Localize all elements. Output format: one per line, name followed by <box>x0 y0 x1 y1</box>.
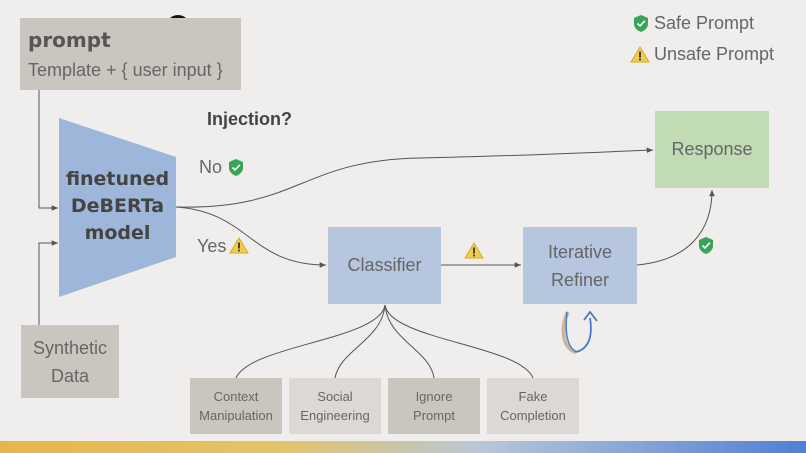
response-label: Response <box>671 139 753 159</box>
shield-check-icon <box>229 159 243 176</box>
fan-line-1 <box>235 304 386 379</box>
category-line1: Context <box>213 389 259 404</box>
refiner-to-response-line <box>636 189 715 266</box>
category-context-manipulation: Context Manipulation <box>190 378 282 434</box>
synthetic-to-model-line <box>38 240 58 325</box>
synthetic-data-line1: Synthetic <box>32 337 108 358</box>
model-trapezoid <box>59 118 176 297</box>
category-line1: Social <box>317 389 353 404</box>
fan-line-3 <box>384 304 435 379</box>
model-label: finetuned DeBERTa model <box>50 166 185 247</box>
shield-check-icon <box>699 237 713 254</box>
warning-triangle-icon <box>630 46 650 63</box>
model-line3: model <box>84 222 151 244</box>
response-box: Response <box>655 111 769 188</box>
injection-question: Injection? <box>207 109 292 129</box>
prompt-title: prompt <box>28 28 111 52</box>
no-branch-label: No <box>199 157 223 177</box>
category-line2: Prompt <box>413 408 455 423</box>
classifier-box: Classifier <box>328 227 441 304</box>
fan-line-2 <box>334 304 386 379</box>
category-fake-completion: Fake Completion <box>487 378 579 434</box>
refiner-line2: Refiner <box>550 269 610 290</box>
model-line2: DeBERTa <box>70 195 165 217</box>
category-line1: Ignore <box>415 389 453 404</box>
loop-arrow-icon <box>561 310 598 354</box>
category-line1: Fake <box>518 389 548 404</box>
no-branch-line <box>175 147 654 208</box>
prompt-template: Template + { user input } <box>28 60 223 80</box>
iterative-refiner-box: Iterative Refiner <box>523 227 637 304</box>
refiner-line1: Iterative <box>547 241 613 262</box>
category-line2: Manipulation <box>199 408 273 423</box>
warning-triangle-icon <box>464 242 484 259</box>
prompt-to-model-line <box>38 90 58 211</box>
model-line1: finetuned <box>65 168 170 190</box>
prompt-box: prompt Template + { user input } <box>20 18 241 90</box>
synthetic-data-box: Synthetic Data <box>21 325 119 398</box>
bottom-gradient-bar <box>0 441 806 453</box>
yes-branch-line <box>175 206 327 268</box>
shield-check-icon <box>634 15 648 32</box>
category-ignore-prompt: Ignore Prompt <box>388 378 480 434</box>
legend-unsafe-label: Unsafe Prompt <box>654 44 775 64</box>
category-social-engineering: Social Engineering <box>289 378 381 434</box>
category-line2: Engineering <box>300 408 370 423</box>
yes-branch-label: Yes <box>197 236 227 256</box>
legend-safe-label: Safe Prompt <box>654 13 755 33</box>
category-line2: Completion <box>500 408 566 423</box>
fan-line-4 <box>384 304 534 379</box>
warning-triangle-icon <box>229 237 249 254</box>
classifier-label: Classifier <box>347 255 422 275</box>
synthetic-data-line2: Data <box>50 365 89 386</box>
